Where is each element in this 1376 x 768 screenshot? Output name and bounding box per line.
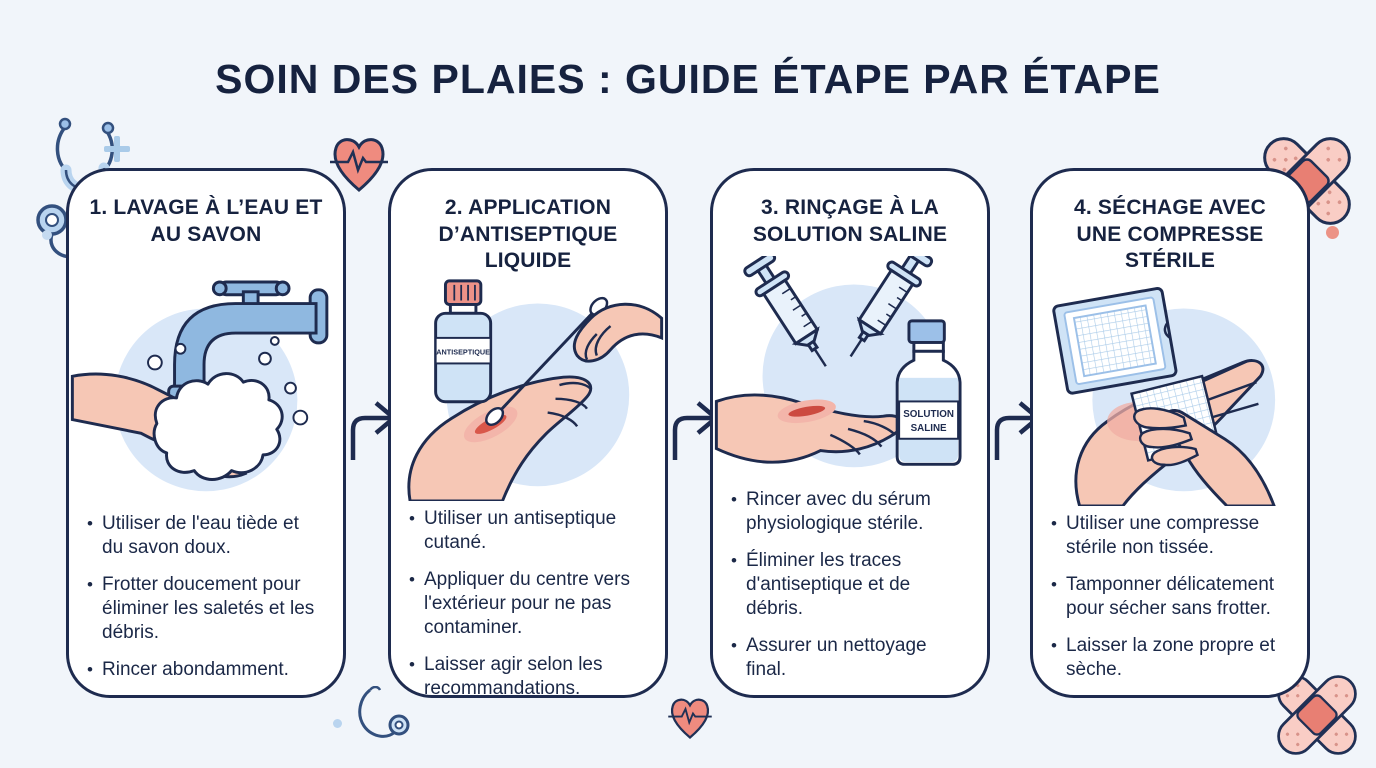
bullet-dot: • [1051,636,1057,656]
page-title: SOIN DES PLAIES : GUIDE ÉTAPE PAR ÉTAPE [215,56,1161,102]
dot-accent [42,230,52,240]
bullet-dot: • [87,575,93,595]
bullet-text: Laisser agir selon les recommandations. [424,653,603,699]
bullet-item: • Laisser la zone propre et sèche. [1051,634,1287,682]
bullet-item: • Laisser agir selon les recommandations. [409,653,645,701]
bullet-dot: • [731,636,737,656]
bullet-dot: • [731,551,737,571]
crossed-bandages-icon [1277,675,1357,755]
saline-bottle-label-line1: SOLUTION [903,410,954,421]
bullet-item: • Utiliser une compresse stérile non tiss… [1051,512,1287,560]
bullet-text: Éliminer les traces d'antiseptique et de… [746,550,911,620]
step-bullet-list: • Utiliser un antiseptique cutané. • Appli… [391,507,665,714]
step-panel-2: 2. APPLICATION D’ANTISEPTIQUE LIQUIDE [388,168,668,699]
bullet-text: Assurer un nettoyage final. [746,635,927,681]
bullet-item: • Rincer avec du sérum physiologique stér… [731,488,967,536]
step-title: 2. APPLICATION D’ANTISEPTIQUE LIQUIDE [438,196,618,273]
bullet-dot: • [87,660,93,680]
stethoscope-small-icon [358,686,410,738]
step-illustration: ANTISEPTIQUE [391,275,665,501]
step-panel-4: 4. SÉCHAGE AVEC UNE COMPRESSE STÉRILE [1030,168,1310,698]
plus-icon [104,136,130,162]
step-panel-1: 1. LAVAGE À L’EAU ET AU SAVON [66,168,346,698]
bullet-item: • Assurer un nettoyage final. [731,634,967,682]
bullet-text: Laisser la zone propre et sèche. [1066,635,1276,681]
dot-accent [333,719,342,728]
antiseptic-bottle-label: ANTISEPTIQUE [436,348,490,357]
step-bullet-list: • Utiliser une compresse stérile non tiss… [1033,512,1307,695]
heartbeat-heart-icon [668,698,712,739]
bullet-dot: • [409,508,415,528]
step-panel-3: 3. RINÇAGE À LA SOLUTION SALINE [710,168,990,698]
bullet-dot: • [87,514,93,534]
bullet-text: Rincer avec du sérum physiologique stéri… [746,489,931,535]
bullet-item: • Utiliser un antiseptique cutané. [409,507,645,555]
bullet-item: • Appliquer du centre vers l'extérieur po… [409,568,645,640]
antiseptic-application-illustration: ANTISEPTIQUE [407,279,664,501]
step-illustration: SOLUTION SALINE [713,256,987,482]
bullet-text: Utiliser un antiseptique cutané. [424,507,617,553]
bullet-text: Utiliser de l'eau tiède et du savon doux… [102,513,299,559]
bullet-text: Utiliser une compresse stérile non tissé… [1066,513,1260,559]
bullet-item: • Tamponner délicatement pour sécher sans… [1051,573,1287,621]
bullet-text: Frotter doucement pour éliminer les sale… [102,574,315,644]
sterile-compress-drying-illustration [1052,287,1276,507]
bullet-dot: • [409,654,415,674]
bullet-dot: • [409,569,415,589]
step-bullet-list: • Utiliser de l'eau tiède et du savon dou… [69,512,343,695]
step-illustration [1033,280,1307,507]
bullet-item: • Utiliser de l'eau tiède et du savon dou… [87,512,323,560]
saline-rinse-illustration: SOLUTION SALINE [714,256,962,468]
step-title: 1. LAVAGE À L’EAU ET AU SAVON [89,196,323,246]
heartbeat-heart-icon [330,138,388,192]
bullet-dot: • [1051,575,1057,595]
step-title: 3. RINÇAGE À LA SOLUTION SALINE [752,196,948,246]
step-title: 4. SÉCHAGE AVEC UNE COMPRESSE STÉRILE [1073,196,1267,273]
step-illustration [69,280,343,506]
bullet-item: • Éliminer les traces d'antiseptique et d… [731,549,967,621]
bullet-item: • Frotter doucement pour éliminer les sal… [87,573,323,645]
bullet-item: • Rincer abondamment. [87,658,323,682]
step-bullet-list: • Rincer avec du sérum physiologique stér… [713,488,987,695]
bullet-dot: • [1051,514,1057,534]
dot-accent [1326,226,1339,239]
hand-washing-illustration [70,280,329,492]
saline-bottle-label-line2: SALINE [911,423,947,434]
bullet-text: Rincer abondamment. [102,659,289,681]
bullet-text: Appliquer du centre vers l'extérieur pou… [424,568,630,638]
bullet-text: Tamponner délicatement pour sécher sans … [1066,574,1275,620]
bullet-dot: • [731,490,737,510]
